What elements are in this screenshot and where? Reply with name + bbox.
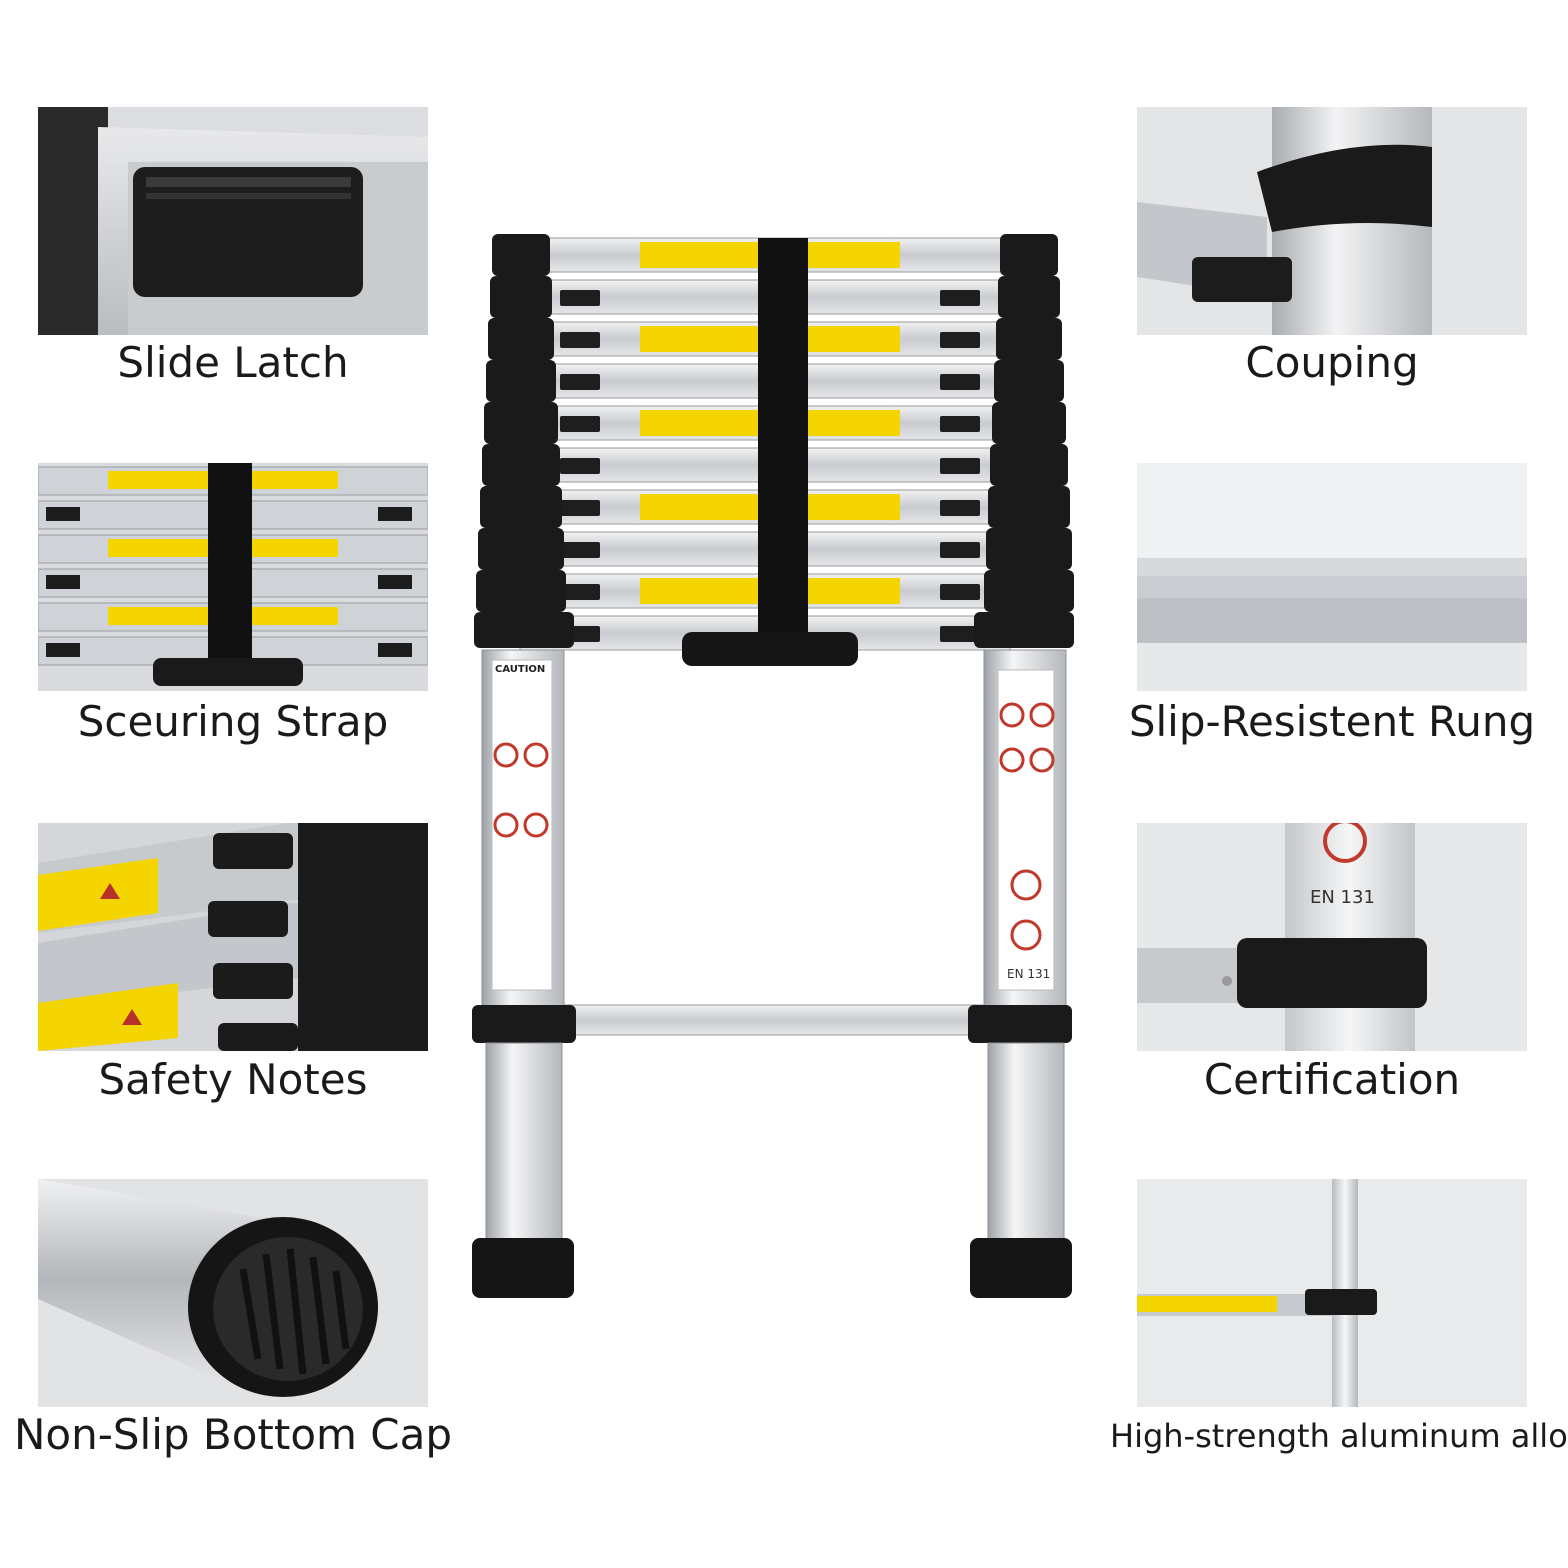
aluminum-alloy-photo	[1137, 1179, 1527, 1407]
caution-label: CAUTION	[495, 664, 545, 675]
safety-notes-photo	[38, 823, 428, 1051]
couping-photo	[1137, 107, 1527, 335]
slide-latch-caption: Slide Latch	[117, 338, 349, 387]
telescopic-ladder-image: CAUTION EN 131	[472, 234, 1074, 1298]
certification-caption: Certification	[1203, 1055, 1461, 1104]
bottom-cap-photo	[38, 1179, 428, 1407]
cert-code: EN 131	[1310, 887, 1375, 908]
slide-latch-photo	[38, 107, 428, 335]
aluminum-alloy-caption: High-strength aluminum alloy	[1110, 1417, 1568, 1455]
securing-strap-photo	[38, 463, 428, 691]
safety-notes-caption: Safety Notes	[98, 1055, 368, 1104]
slip-rung-photo	[1137, 463, 1527, 691]
bottom-cap-caption: Non-Slip Bottom Cap	[13, 1410, 453, 1459]
securing-strap-caption: Sceuring Strap	[77, 697, 389, 746]
slip-rung-caption: Slip-Resistent Rung	[1128, 697, 1536, 746]
couping-caption: Couping	[1245, 338, 1419, 387]
certification-photo: EN 131	[1137, 823, 1527, 1051]
pole-cert-label: EN 131	[1007, 967, 1050, 981]
